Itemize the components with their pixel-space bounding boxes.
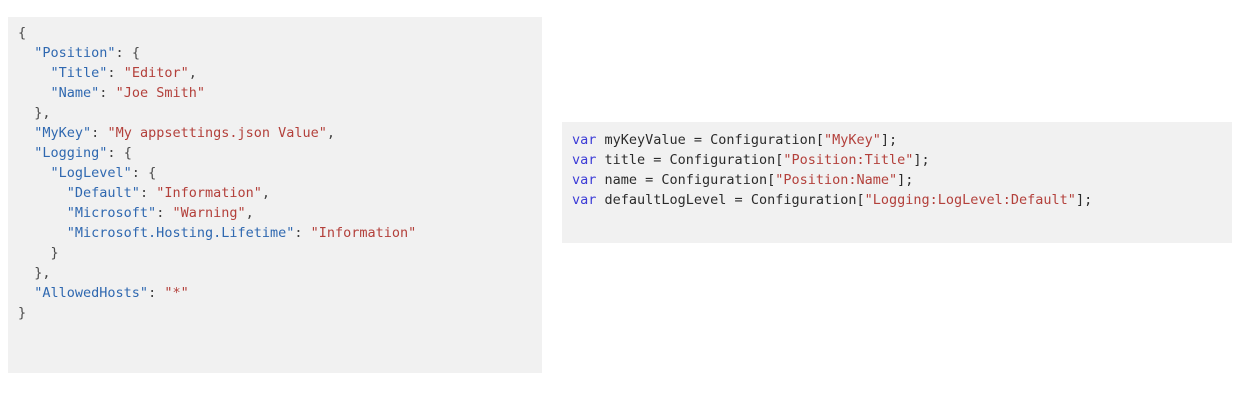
code-line: "Position": { [18, 43, 532, 63]
code-token-key: "Default" [66, 185, 140, 201]
code-token-punct: , [245, 205, 254, 221]
code-token-punct: : [156, 205, 173, 221]
code-token-punct: : [107, 65, 124, 81]
code-token-brace: { [123, 145, 132, 161]
code-token-str: "Logging:LogLevel:Default" [864, 192, 1076, 208]
code-token-str: "Warning" [172, 205, 246, 221]
code-line: } [18, 243, 532, 263]
code-token-plain: ]; [897, 172, 914, 188]
code-token-kw: var [572, 172, 597, 188]
code-token-plain: defaultLogLevel = Configuration[ [596, 192, 865, 208]
code-token-plain: ]; [913, 152, 930, 168]
code-indent [18, 185, 67, 201]
code-token-str: "MyKey" [823, 132, 881, 148]
code-token-punct: , [261, 185, 271, 201]
code-token-plain: myKeyValue = Configuration[ [596, 132, 824, 148]
code-token-punct: : [115, 45, 132, 61]
code-token-key: "MyKey" [34, 125, 92, 141]
code-indent [18, 165, 51, 181]
code-indent [18, 45, 34, 61]
code-line: "Title": "Editor", [18, 63, 532, 83]
code-token-key: "Position" [34, 45, 116, 61]
code-indent [18, 245, 51, 261]
code-indent [18, 285, 34, 301]
code-line: }, [18, 263, 532, 283]
code-token-plain: ]; [880, 132, 898, 148]
code-token-punct: , [188, 65, 197, 81]
code-line: var myKeyValue = Configuration["MyKey"]; [572, 130, 1222, 150]
code-token-str: "Position:Name" [775, 172, 898, 188]
code-token-brace: { [18, 25, 27, 41]
code-token-brace: } [18, 305, 27, 321]
code-token-str: "Information" [156, 185, 262, 201]
code-indent [18, 145, 34, 161]
code-token-key: "Logging" [34, 145, 108, 161]
code-token-punct: : [131, 165, 149, 181]
code-token-punct: : [99, 85, 116, 101]
code-token-str: "Editor" [123, 65, 189, 81]
code-line: var defaultLogLevel = Configuration["Log… [572, 190, 1222, 210]
code-token-plain: title = Configuration[ [596, 152, 784, 168]
code-line: "Logging": { [18, 143, 532, 163]
code-token-brace: { [131, 45, 140, 61]
code-token-plain: ]; [1075, 192, 1093, 208]
code-token-key: "Name" [50, 85, 100, 101]
code-token-key: "Microsoft.Hosting.Lifetime" [66, 225, 295, 241]
code-line: var title = Configuration["Position:Titl… [572, 150, 1222, 170]
code-token-str: "Information" [310, 225, 417, 241]
code-token-key: "LogLevel" [50, 165, 132, 181]
code-token-punct: : [294, 225, 311, 241]
code-token-brace: } [34, 265, 43, 281]
code-token-punct: , [326, 125, 336, 141]
code-line: "LogLevel": { [18, 163, 532, 183]
code-token-key: "AllowedHosts" [34, 285, 149, 301]
code-line: "AllowedHosts": "*" [18, 283, 532, 303]
code-indent [18, 85, 51, 101]
code-token-kw: var [572, 152, 597, 168]
code-line: "MyKey": "My appsettings.json Value", [18, 123, 532, 143]
appsettings-json-code-block: { "Position": { "Title": "Editor", "Name… [8, 17, 542, 373]
code-token-kw: var [572, 192, 597, 208]
code-token-punct: : [139, 185, 157, 201]
code-indent [18, 205, 67, 221]
code-token-punct: , [42, 265, 51, 281]
code-token-punct: : [91, 125, 108, 141]
code-token-str: "*" [164, 285, 189, 301]
code-line: "Name": "Joe Smith" [18, 83, 532, 103]
code-token-str: "My appsettings.json Value" [107, 125, 327, 141]
code-line: { [18, 23, 532, 43]
code-line: "Microsoft.Hosting.Lifetime": "Informati… [18, 223, 532, 243]
code-token-key: "Title" [50, 65, 108, 81]
code-token-kw: var [572, 132, 597, 148]
configuration-access-code-block: var myKeyValue = Configuration["MyKey"];… [562, 122, 1232, 243]
code-indent [18, 105, 34, 121]
code-line: } [18, 303, 532, 323]
code-token-punct: , [42, 105, 51, 121]
code-token-str: "Joe Smith" [115, 85, 205, 101]
code-indent [18, 65, 51, 81]
code-line: "Microsoft": "Warning", [18, 203, 532, 223]
code-line: "Default": "Information", [18, 183, 532, 203]
code-token-punct: : [107, 145, 124, 161]
code-line: }, [18, 103, 532, 123]
code-token-brace: { [148, 165, 157, 181]
code-token-punct: : [148, 285, 165, 301]
code-token-str: "Position:Title" [783, 152, 914, 168]
code-token-brace: } [34, 105, 43, 121]
code-token-brace: } [50, 245, 59, 261]
code-indent [18, 125, 34, 141]
code-token-key: "Microsoft" [66, 205, 157, 221]
code-line: var name = Configuration["Position:Name"… [572, 170, 1222, 190]
code-indent [18, 225, 67, 241]
code-indent [18, 265, 34, 281]
code-token-plain: name = Configuration[ [596, 172, 776, 188]
